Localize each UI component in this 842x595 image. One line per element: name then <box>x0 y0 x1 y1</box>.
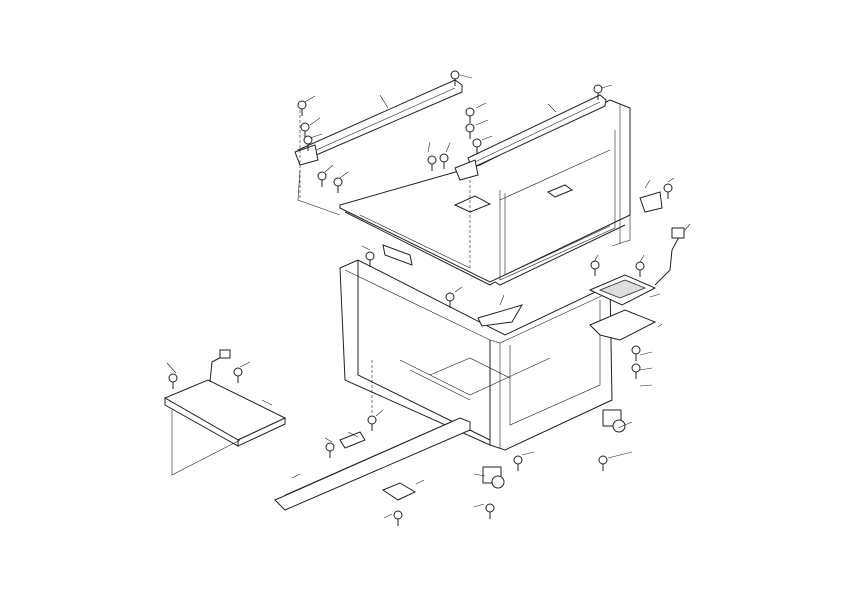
rail-stopper <box>381 482 417 501</box>
leader-line <box>481 135 493 141</box>
leader-line <box>309 117 321 126</box>
leader-line <box>521 451 535 456</box>
leader-line <box>617 421 633 429</box>
screw-icon <box>635 261 645 277</box>
leader-line <box>324 164 334 173</box>
leader-line <box>239 361 251 368</box>
screw-icon <box>317 171 327 187</box>
leader-line <box>375 409 384 417</box>
right-hinge-bracket <box>454 159 479 181</box>
caster-right <box>602 409 626 433</box>
leader-line <box>383 513 393 519</box>
screw-icon <box>485 503 495 519</box>
leader-line <box>593 254 599 263</box>
interface-unit <box>163 349 287 476</box>
screw-icon <box>297 100 307 116</box>
leader-line <box>166 362 177 374</box>
leader-line <box>347 431 359 438</box>
leader-line <box>379 94 389 109</box>
leader-line <box>473 503 485 508</box>
rear-left-rail <box>297 79 463 163</box>
leader-line <box>499 294 505 306</box>
screw-icon <box>450 70 460 86</box>
leader-line <box>644 179 651 189</box>
screw-icon <box>365 251 375 267</box>
screw-icon <box>168 373 178 389</box>
screw-icon <box>393 510 403 526</box>
leader-line <box>639 384 653 387</box>
screw-icon <box>439 153 449 169</box>
leader-line <box>454 286 463 293</box>
leader-line <box>601 84 613 89</box>
leader-line <box>547 103 557 113</box>
upper-frame <box>339 99 631 286</box>
base-rail <box>274 417 471 511</box>
leader-line <box>415 479 425 485</box>
lower-frame <box>339 259 613 451</box>
screws <box>168 70 673 526</box>
center-bracket <box>382 244 413 266</box>
leader-line <box>667 177 675 183</box>
leader-line <box>475 102 487 109</box>
leader-lines <box>166 74 691 519</box>
leader-line <box>309 133 323 139</box>
leader-line <box>361 245 371 251</box>
leader-line <box>459 74 473 79</box>
leader-line <box>261 399 273 406</box>
leader-line <box>639 351 653 356</box>
leader-line <box>607 451 633 459</box>
screw-icon <box>663 183 673 199</box>
screw-icon <box>465 107 475 123</box>
leader-line <box>639 254 645 263</box>
screw-icon <box>465 123 475 139</box>
screw-icon <box>325 442 335 458</box>
leader-line <box>684 223 691 231</box>
leader-line <box>473 473 486 477</box>
screw-icon <box>590 260 600 276</box>
leader-line <box>291 473 301 479</box>
screw-icon <box>513 455 523 471</box>
leader-line <box>339 171 349 179</box>
fan-unit <box>588 274 657 306</box>
cable-connector <box>654 227 685 286</box>
screw-icon <box>472 138 482 154</box>
fan-bracket <box>589 309 657 341</box>
screw-icon <box>333 177 343 193</box>
leader-line <box>657 323 663 328</box>
leader-line <box>427 141 431 153</box>
screw-icon <box>631 345 641 361</box>
leader-line <box>324 437 333 443</box>
leader-line <box>639 367 653 371</box>
screw-icon <box>427 155 437 171</box>
leader-line <box>649 293 661 298</box>
screw-icon <box>593 84 603 100</box>
screw-icon <box>367 415 377 431</box>
screw-icon <box>445 292 455 308</box>
leader-line <box>475 119 489 126</box>
screw-icon <box>598 455 608 471</box>
caster-front <box>482 466 505 489</box>
side-bracket <box>639 191 663 213</box>
leader-line <box>445 142 451 153</box>
screw-icon <box>631 363 641 379</box>
leader-line <box>304 95 316 103</box>
screw-icon <box>233 367 243 383</box>
